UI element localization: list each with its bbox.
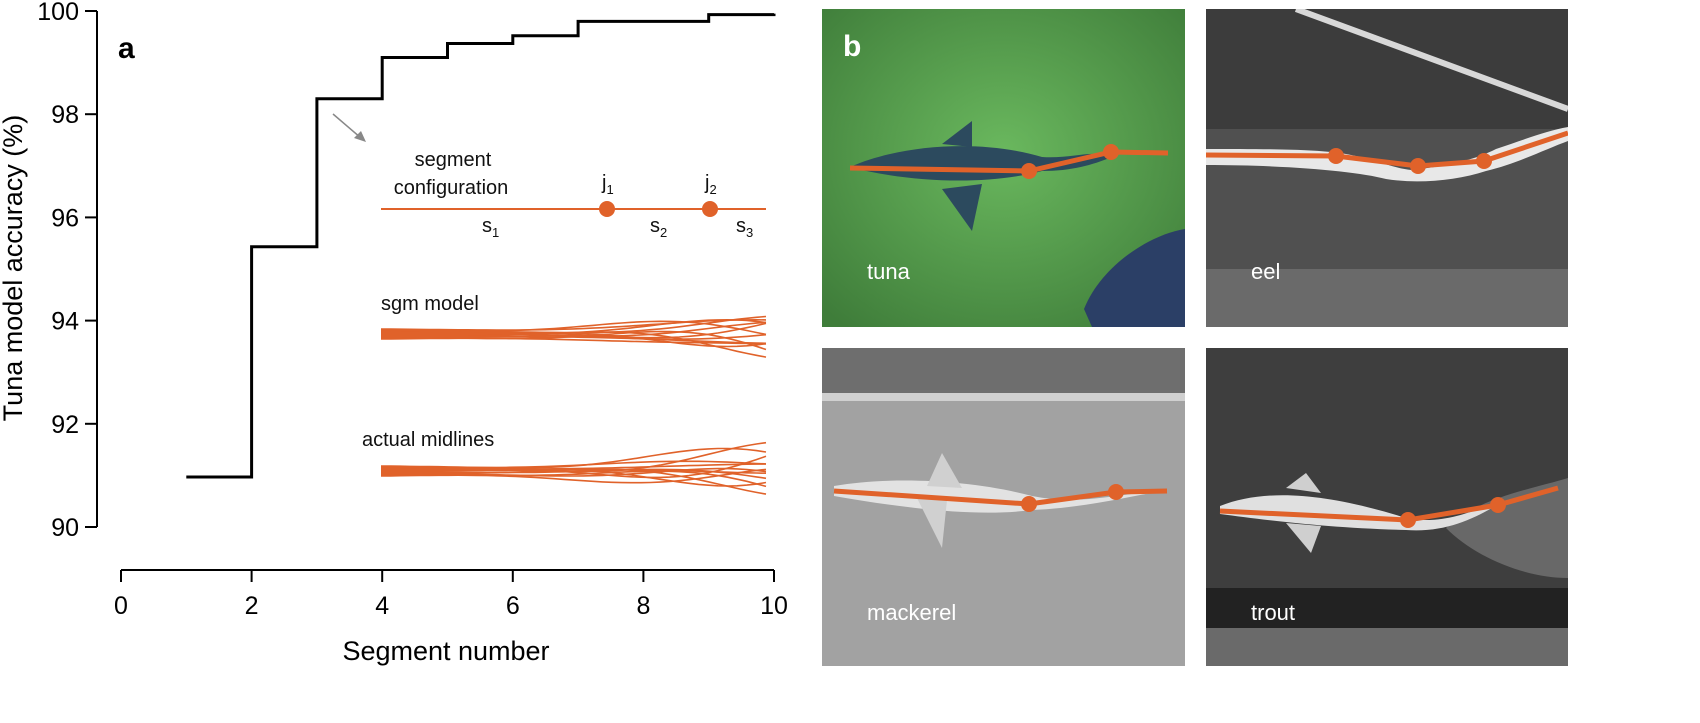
joint-1-marker	[599, 201, 615, 217]
sgm-model-midlines	[380, 315, 767, 358]
midline-curve	[380, 468, 767, 495]
accuracy-step-line	[186, 13, 776, 479]
midline-curve	[380, 337, 767, 345]
trout-label: trout	[1251, 600, 1296, 625]
y-tick-label: 94	[51, 308, 79, 336]
midline-curve	[380, 467, 767, 477]
eel-label: eel	[1251, 259, 1281, 284]
tuna-image: tuna	[822, 9, 1185, 327]
x-axis-label: Segment number	[342, 636, 549, 666]
tuna-label: tuna	[867, 259, 910, 284]
y-tick-label: 100	[37, 0, 79, 26]
accuracy-chart: a 90 92 94 96 98 100 0 2 4 6 8 10 Segment number T…	[0, 0, 788, 666]
config-title-line1: segment	[415, 149, 492, 171]
segment-2-label: s2	[650, 215, 667, 240]
segment-1-label: s1	[482, 215, 499, 240]
config-title-line2: configuration	[394, 177, 509, 199]
x-tick-label: 4	[375, 592, 389, 620]
panel-label-a: a	[118, 32, 135, 65]
pointer-arrow-icon	[332, 113, 366, 142]
y-tick-label: 90	[51, 514, 79, 542]
actual-midlines-label: actual midlines	[362, 429, 494, 451]
mackerel-image: mackerel	[822, 348, 1185, 666]
panel-label-b: b	[843, 30, 862, 63]
x-tick-label: 8	[636, 592, 650, 620]
segment-3-label: s3	[736, 215, 753, 240]
joint-2-marker	[702, 201, 718, 217]
x-tick-label: 0	[114, 592, 128, 620]
x-ticks: 0 2 4 6 8 10	[114, 570, 788, 620]
eel-image: eel	[1206, 9, 1568, 327]
y-tick-label: 92	[51, 411, 79, 439]
joint-2-label: j2	[704, 172, 717, 197]
trout-image: trout	[1206, 348, 1568, 666]
x-tick-label: 10	[760, 592, 788, 620]
mackerel-label: mackerel	[867, 600, 957, 625]
y-axis-label: Tuna model accuracy (%)	[0, 115, 28, 422]
midline-curve	[380, 322, 767, 339]
actual-midlines	[380, 441, 767, 495]
y-tick-label: 98	[51, 101, 79, 129]
joint-1-label: j1	[601, 172, 614, 197]
y-tick-label: 96	[51, 204, 79, 232]
x-tick-label: 2	[245, 592, 259, 620]
sgm-model-label: sgm model	[381, 293, 479, 315]
x-tick-label: 6	[506, 592, 520, 620]
y-ticks: 90 92 94 96 98 100	[37, 0, 97, 542]
midline-curve	[380, 468, 767, 484]
